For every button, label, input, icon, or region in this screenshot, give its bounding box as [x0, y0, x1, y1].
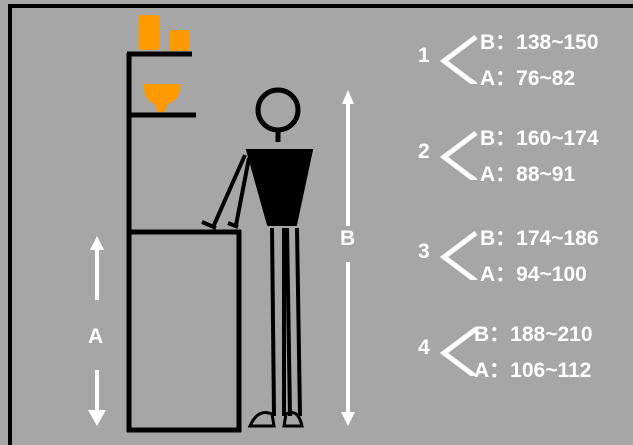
- frame: [8, 4, 633, 445]
- bracket-icon: [439, 35, 478, 84]
- bowl: [144, 84, 181, 112]
- size-group-3: 3 B：174~186 A：94~100: [418, 222, 628, 286]
- value-a: A：94~100: [480, 263, 587, 286]
- group-number: 4: [418, 336, 430, 359]
- size-group-2: 2 B：160~174 A：88~91: [418, 122, 628, 186]
- value-a: A：76~82: [480, 67, 576, 90]
- bracket-icon: [439, 231, 478, 280]
- bracket-icon: [439, 131, 478, 180]
- value-b: B：174~186: [480, 227, 599, 250]
- size-group-4: 4 B：188~210 A：106~112: [418, 318, 628, 382]
- jar-short: [170, 30, 190, 51]
- value-b: B：188~210: [474, 323, 593, 346]
- cabinet: [126, 51, 242, 433]
- group-number: 3: [418, 240, 430, 263]
- value-a: A：88~91: [480, 163, 576, 186]
- size-group-1: 1 B：138~150 A：76~82: [418, 26, 628, 90]
- person-figure: [201, 87, 314, 428]
- label-b: B: [340, 227, 356, 250]
- group-number: 1: [418, 44, 430, 67]
- value-b: B：138~150: [480, 31, 599, 54]
- value-a: A：106~112: [474, 359, 592, 382]
- value-b: B：160~174: [480, 127, 599, 150]
- jar-tall: [139, 15, 160, 50]
- dimension-arrow-a: [88, 236, 106, 426]
- group-number: 2: [418, 140, 430, 163]
- bracket-icon: [439, 327, 478, 376]
- dimension-arrow-b: [341, 90, 355, 426]
- label-a: A: [88, 325, 104, 348]
